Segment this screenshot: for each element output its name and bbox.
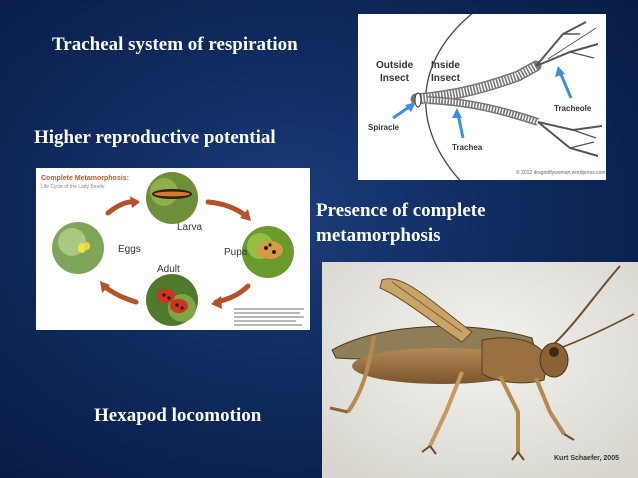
metamorphosis-subtitle: Life Cycle of the Lady Beetle: [41, 184, 105, 190]
eggs-image: [52, 222, 104, 274]
stage-eggs-label: Eggs: [118, 244, 141, 255]
metamorphosis-diagram: Complete Metamorphosis: Life Cycle of th…: [36, 168, 310, 330]
lifecycle-illustration: Complete Metamorphosis: Life Cycle of th…: [41, 172, 304, 326]
pupa-image: [242, 226, 294, 278]
photo-credit: Kurt Schaefer, 2005: [554, 455, 619, 462]
label-tracheole: Tracheole: [554, 104, 592, 113]
caption-tracheal-system: Tracheal system of respiration: [52, 34, 298, 55]
caption-complete-metamorphosis: Presence of complete metamorphosis: [316, 198, 486, 248]
caption-metamorphosis-line1: Presence of complete: [316, 200, 486, 221]
caption-reproductive-potential: Higher reproductive potential: [34, 127, 276, 148]
label-spiracle: Spiracle: [368, 123, 400, 132]
trachea-credit: © 2012 dragonflywoman.wordpress.com: [516, 169, 606, 176]
caption-metamorphosis-line2: metamorphosis: [316, 225, 441, 246]
trachea-arrows: [392, 66, 573, 139]
stage-pupa-label: Pupa: [224, 247, 248, 258]
grasshopper-illustration: Kurt Schaefer, 2005: [322, 262, 638, 478]
label-trachea: Trachea: [452, 143, 483, 152]
stage-adult-label: Adult: [157, 264, 180, 275]
trachea-diagram: Outside Insect Inside Insect Tracheole S…: [358, 14, 606, 180]
caption-hexapod-locomotion: Hexapod locomotion: [94, 405, 262, 426]
grasshopper-photo: Kurt Schaefer, 2005: [322, 262, 638, 478]
metamorphosis-title: Complete Metamorphosis:: [41, 175, 129, 182]
trachea-illustration: Outside Insect Inside Insect Tracheole S…: [368, 14, 606, 180]
label-inside-1: Inside: [431, 60, 460, 71]
fine-print: [234, 308, 304, 326]
stage-larva-label: Larva: [177, 222, 202, 233]
larva-image: [146, 172, 198, 224]
label-outside-1: Outside: [376, 60, 414, 71]
label-outside-2: Insect: [380, 73, 410, 84]
label-inside-2: Insect: [431, 73, 461, 84]
adult-image: [146, 274, 198, 326]
